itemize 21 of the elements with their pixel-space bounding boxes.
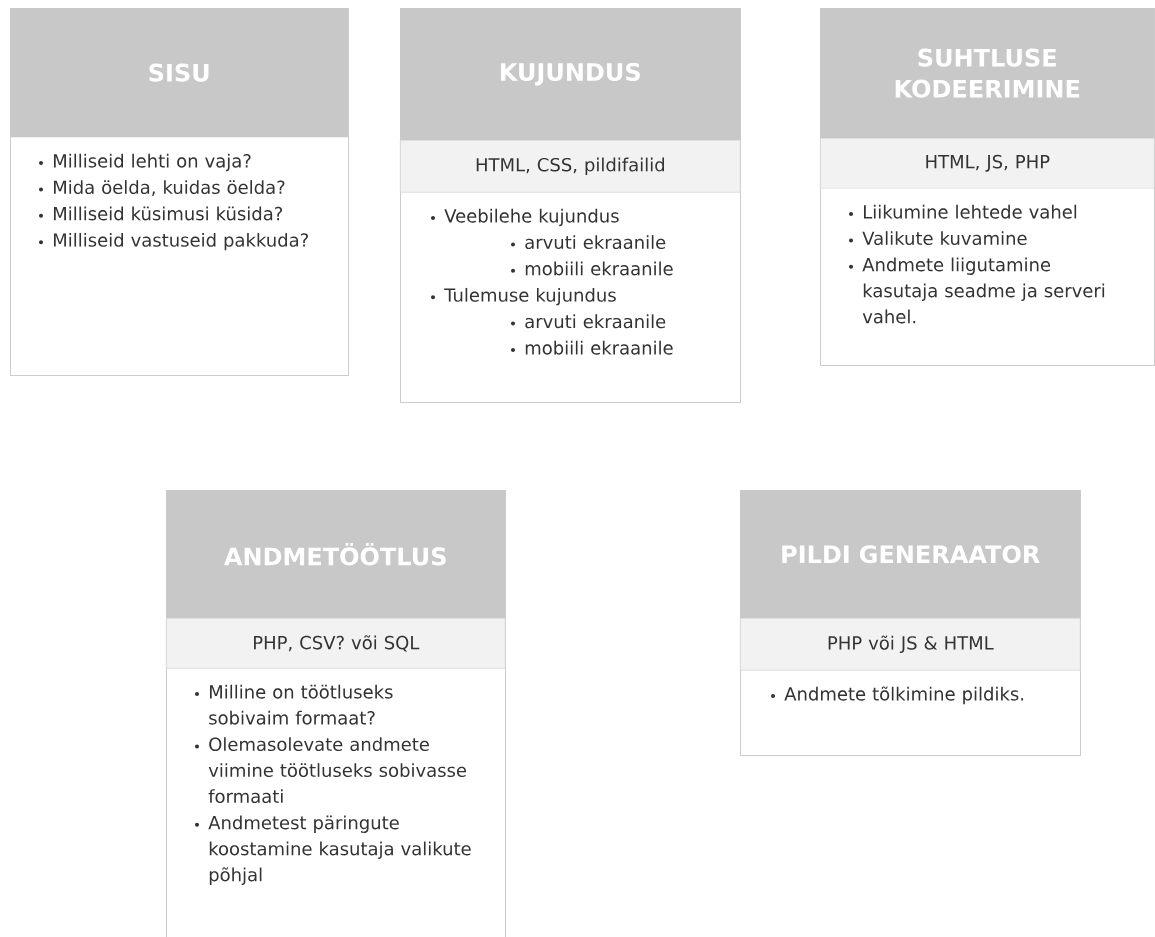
subheader-band: HTML, JS, PHP [820, 138, 1155, 189]
bullet-item: Liikumine lehtede vahel [849, 204, 1077, 219]
bullet-item: Veebilehe kujundus [431, 208, 619, 227]
bullet-item: Andmete liigutamine kasutaja seadme ja serveri vahel. [849, 257, 1105, 324]
bullet-item: Milliseid küsimusi küsida? [39, 206, 283, 221]
subheader-band: PHP või JS & HTML [740, 618, 1081, 671]
bullet-item: Mida öelda, kuidas öelda? [39, 180, 285, 196]
bullet-item: Milliseid vastuseid pakkuda? [39, 232, 308, 251]
bullet-item: Milline on töötluseks sobivaim formaat? [195, 684, 393, 725]
bullet-item: arvuti ekraanile [511, 235, 666, 250]
subheader-band: HTML, CSS, pildifailid [400, 140, 741, 193]
bullet-item: Milliseid lehti on vaja? [39, 153, 251, 172]
bullet-item: arvuti ekraanile [511, 314, 666, 329]
bullet-item: mobiili ekraanile [511, 340, 673, 355]
subheader-band: PHP, CSV? või SQL [166, 618, 506, 669]
bullet-item: Andmete tõlkimine pildiks. [771, 686, 1024, 705]
bullet-item: Olemasolevate andmete viimine töötluseks sobivasse formaati [195, 737, 467, 804]
bullet-item: Tulemuse kujundus [431, 287, 616, 306]
bullet-item: Andmetest päringute koostamine kasutaja valikute põhjal [195, 815, 471, 885]
bullet-item: Valikute kuvamine [849, 231, 1027, 246]
bullet-item: mobiili ekraanile [511, 261, 673, 276]
